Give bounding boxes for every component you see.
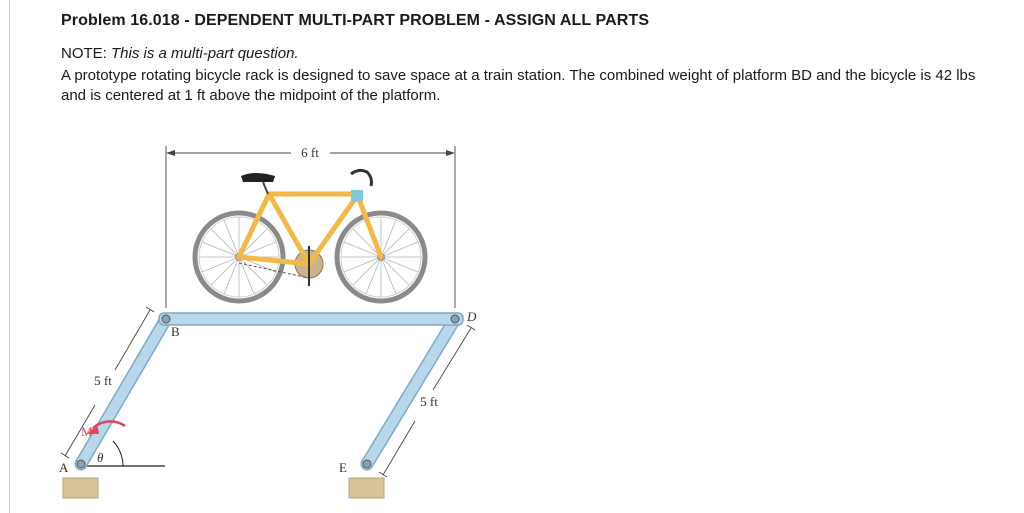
note-line: NOTE: This is a multi-part question. — [61, 45, 299, 62]
dim-right-label: 5 ft — [420, 394, 438, 409]
bicycle-illustration — [192, 168, 428, 304]
dim-left-line-lower — [64, 404, 96, 457]
label-b: B — [171, 324, 180, 339]
note-text: This is a multi-part question. — [111, 45, 299, 62]
problem-description: A prototype rotating bicycle rack is des… — [61, 67, 976, 104]
dim-left-line-upper — [114, 309, 151, 371]
bike-chain — [238, 262, 310, 279]
dim-top-arrow-right — [446, 150, 455, 156]
support-a — [62, 477, 99, 499]
bicycle-rack-figure: 6 ft 5 ft 5 ft — [55, 138, 495, 510]
dim-top-label: 6 ft — [301, 145, 319, 160]
problem-title: Problem 16.018 - DEPENDENT MULTI-PART PR… — [61, 12, 650, 29]
figure-svg: 6 ft 5 ft 5 ft — [59, 145, 477, 499]
dim-top-arrow-left — [166, 150, 175, 156]
pin-b — [161, 314, 171, 324]
label-a: A — [59, 460, 69, 475]
pin-a — [76, 459, 86, 469]
platform-bd — [158, 312, 464, 326]
dim-left-tick-top — [145, 306, 155, 313]
dim-left-label: 5 ft — [94, 373, 112, 388]
dim-right-line-lower — [382, 420, 416, 476]
dim-right-line-upper — [432, 327, 472, 391]
link-ab — [74, 312, 173, 471]
theta-arc — [112, 440, 124, 467]
bike-seat — [241, 173, 275, 182]
link-ed — [360, 312, 462, 471]
handlebar — [350, 168, 373, 187]
note-label: NOTE: — [61, 45, 112, 62]
dim-right-tick-top — [466, 324, 476, 331]
seat-post — [262, 181, 269, 195]
label-m: M — [81, 424, 93, 439]
moment-arrowhead — [87, 424, 99, 434]
label-d: D — [466, 309, 477, 324]
head-tube — [351, 190, 363, 202]
support-e — [348, 477, 385, 499]
bike-frame — [236, 191, 384, 267]
page-left-border — [9, 0, 10, 513]
label-theta: θ — [97, 450, 104, 465]
pin-d — [450, 314, 460, 324]
pin-e — [362, 459, 372, 469]
label-e: E — [339, 460, 347, 475]
